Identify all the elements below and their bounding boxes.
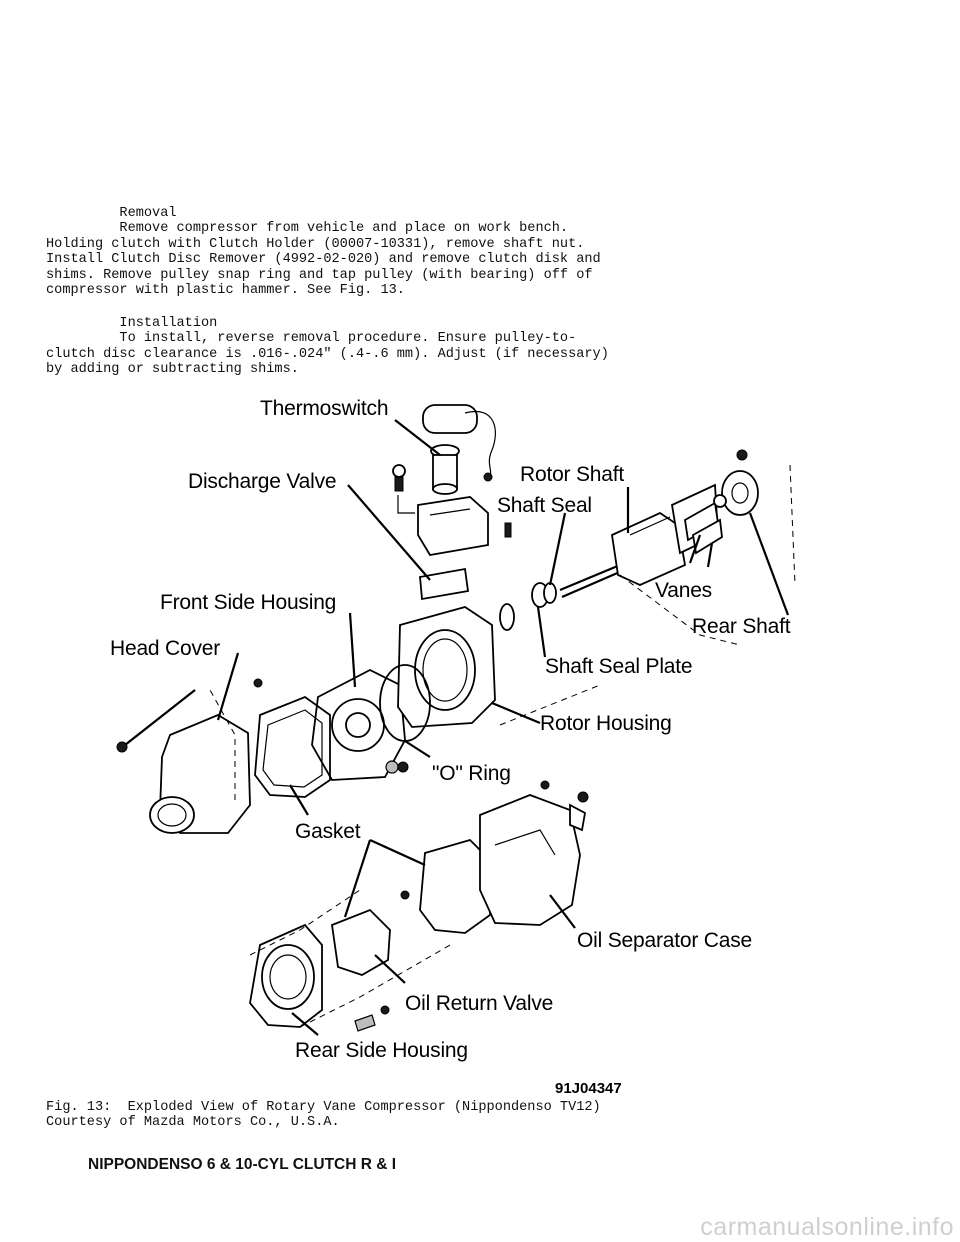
shaft-seal-part bbox=[531, 582, 557, 608]
gasket-part bbox=[254, 695, 491, 934]
label-shaft-seal-plate: Shaft Seal Plate bbox=[545, 655, 692, 678]
removal-line: Install Clutch Disc Remover (4992-02-020… bbox=[46, 252, 601, 268]
label-front-side-housing: Front Side Housing bbox=[160, 591, 336, 614]
removal-paragraph: Removal Remove compressor from vehicle a… bbox=[46, 206, 601, 298]
oil-return-valve-part bbox=[331, 890, 410, 1032]
label-oil-separator-case: Oil Separator Case bbox=[577, 929, 752, 952]
front-side-housing-part bbox=[311, 668, 406, 781]
label-head-cover: Head Cover bbox=[110, 637, 220, 660]
vanes-part bbox=[684, 501, 723, 555]
thermoswitch-part bbox=[422, 404, 496, 495]
installation-heading: Installation bbox=[46, 316, 218, 331]
removal-line: compressor with plastic hammer. See Fig.… bbox=[46, 283, 405, 299]
removal-line: Holding clutch with Clutch Holder (00007… bbox=[46, 236, 585, 252]
removal-line: Remove compressor from vehicle and place… bbox=[46, 221, 569, 237]
label-thermoswitch: Thermoswitch bbox=[260, 397, 388, 420]
watermark: carmanualsonline.info bbox=[700, 1213, 954, 1241]
label-oil-return-valve: Oil Return Valve bbox=[405, 992, 553, 1015]
rotor-housing-part bbox=[397, 606, 496, 728]
label-rotor-shaft: Rotor Shaft bbox=[520, 463, 624, 486]
caption-credit: Courtesy of Mazda Motors Co., U.S.A. bbox=[46, 1115, 340, 1131]
removal-heading: Removal bbox=[46, 206, 177, 221]
figure-caption: Fig. 13: Exploded View of Rotary Vane Co… bbox=[46, 1100, 601, 1131]
removal-line: shims. Remove pulley snap ring and tap p… bbox=[46, 267, 593, 283]
discharge-valve-part bbox=[392, 464, 512, 601]
installation-line: clutch disc clearance is .016-.024" (.4-… bbox=[46, 346, 609, 362]
label-rear-shaft: Rear Shaft bbox=[692, 615, 791, 638]
rear-shaft-part bbox=[713, 449, 759, 516]
label-rear-side-housing: Rear Side Housing bbox=[295, 1039, 468, 1062]
figure-id: 91J04347 bbox=[555, 1080, 622, 1097]
label-discharge-valve: Discharge Valve bbox=[188, 470, 336, 493]
exploded-compressor-diagram: Thermoswitch Discharge Valve Rotor Shaft… bbox=[110, 397, 796, 1097]
installation-paragraph: Installation To install, reverse removal… bbox=[46, 316, 609, 378]
rear-side-housing-part bbox=[249, 923, 323, 1028]
label-o-ring: "O" Ring bbox=[432, 762, 511, 785]
installation-line: by adding or subtracting shims. bbox=[46, 362, 299, 378]
oil-separator-case-part bbox=[479, 780, 589, 926]
leader-lines bbox=[216, 419, 790, 1036]
caption-line: Fig. 13: Exploded View of Rotary Vane Co… bbox=[46, 1100, 601, 1115]
head-cover-part bbox=[116, 678, 263, 834]
installation-line: To install, reverse removal procedure. E… bbox=[46, 331, 577, 347]
section-title: NIPPONDENSO 6 & 10-CYL CLUTCH R & I bbox=[88, 1156, 397, 1173]
label-shaft-seal: Shaft Seal bbox=[497, 494, 592, 517]
label-gasket: Gasket bbox=[295, 820, 361, 843]
label-vanes: Vanes bbox=[655, 579, 712, 602]
label-rotor-housing: Rotor Housing bbox=[540, 712, 672, 735]
alignment-lines bbox=[209, 464, 796, 1028]
